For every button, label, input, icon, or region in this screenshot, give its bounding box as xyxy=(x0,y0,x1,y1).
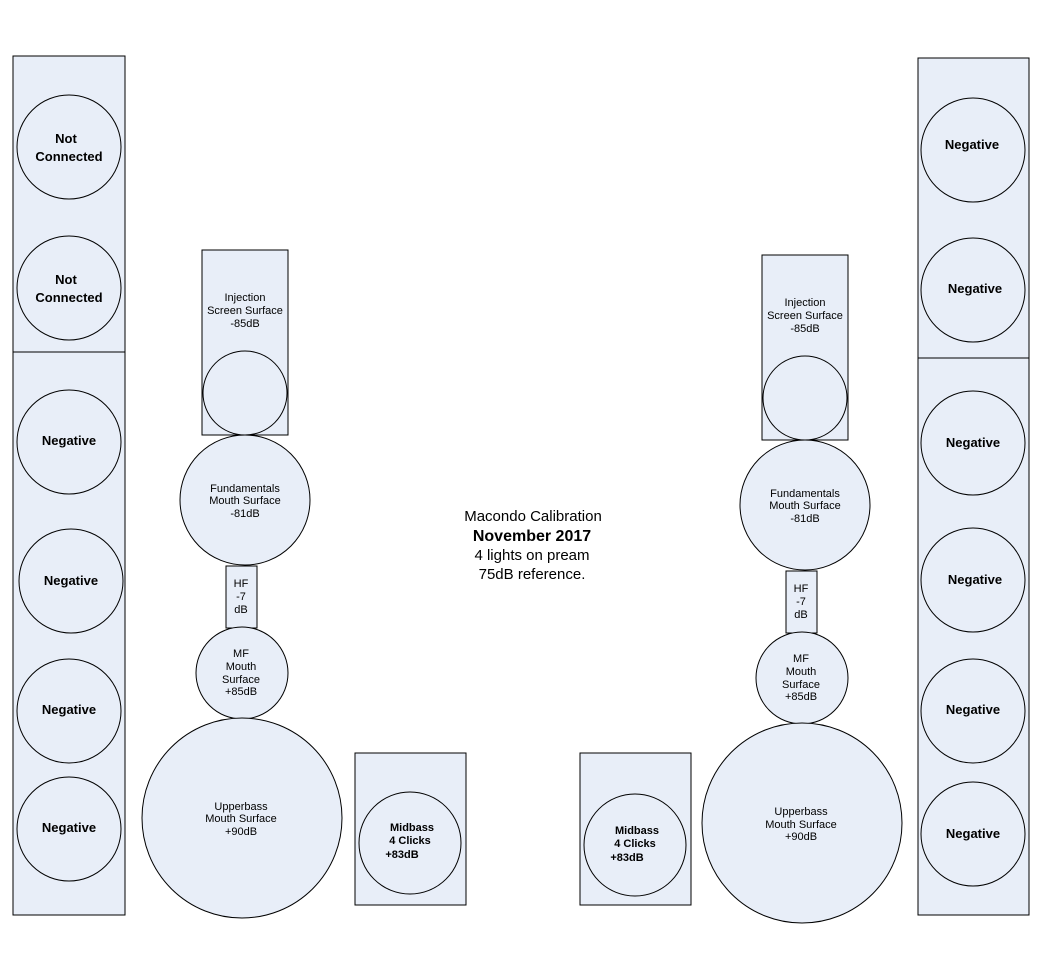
right-upperbass: Upperbass Mouth Surface +90dB xyxy=(701,722,903,924)
mf-label: Surface xyxy=(782,679,820,691)
left-driver-not-connected-1: Not Connected xyxy=(16,94,122,200)
left-fundamentals: Fundamentals Mouth Surface -81dB xyxy=(179,434,311,566)
left-driver-negative-2: Negative xyxy=(18,528,124,634)
injection-label: -85dB xyxy=(230,318,259,330)
mf-label: +85dB xyxy=(785,691,817,703)
upperbass-label: +90dB xyxy=(785,831,817,843)
left-driver-negative-1: Negative xyxy=(16,389,122,495)
fundamentals-label: -81dB xyxy=(790,513,819,525)
title-line-3: 4 lights on pream xyxy=(474,547,589,564)
right-driver-negative-2: Negative xyxy=(920,237,1026,343)
title-line-4: 75dB reference. xyxy=(479,566,586,583)
right-tower: Negative Negative Negative Negative Nega… xyxy=(917,57,1030,916)
injection-label: Injection xyxy=(785,297,826,309)
driver-label: Negative xyxy=(946,435,1000,450)
injection-label: -85dB xyxy=(790,323,819,335)
left-stack: Injection Screen Surface -85dB Fundament… xyxy=(141,249,343,919)
left-driver-negative-3: Negative xyxy=(16,658,122,764)
upperbass-label: Upperbass xyxy=(774,806,828,818)
upperbass-label: Mouth Surface xyxy=(205,813,277,825)
driver-label: Negative xyxy=(44,573,98,588)
right-injection: Injection Screen Surface -85dB xyxy=(761,254,849,441)
right-driver-negative-3: Negative xyxy=(920,390,1026,496)
right-stack: Injection Screen Surface -85dB Fundament… xyxy=(701,254,903,924)
injection-label: Injection xyxy=(225,292,266,304)
midbass-label: +83dB xyxy=(385,849,418,861)
driver-label: Not xyxy=(55,131,77,146)
driver-label: Negative xyxy=(946,702,1000,717)
right-mf: MF Mouth Surface +85dB xyxy=(755,631,849,725)
hf-label: -7 xyxy=(796,596,806,608)
diagram-title: Macondo Calibration November 2017 4 ligh… xyxy=(464,508,602,583)
mf-label: +85dB xyxy=(225,686,257,698)
fundamentals-label: Mouth Surface xyxy=(769,500,841,512)
fundamentals-label: -81dB xyxy=(230,508,259,520)
hf-label: dB xyxy=(794,609,807,621)
left-driver-negative-4: Negative xyxy=(16,776,122,882)
upperbass-label: +90dB xyxy=(225,826,257,838)
driver-label: Negative xyxy=(42,433,96,448)
injection-label: Screen Surface xyxy=(207,305,283,317)
left-hf: HF -7 dB xyxy=(225,565,258,629)
driver-label: Negative xyxy=(948,572,1002,587)
midbass-label: Midbass xyxy=(390,822,434,834)
title-date: November 2017 xyxy=(473,528,591,545)
driver-label: Negative xyxy=(945,137,999,152)
left-driver-not-connected-2: Not Connected xyxy=(16,235,122,341)
mf-label: Mouth xyxy=(226,661,257,673)
left-tower: Not Connected Not Connected Negative Neg… xyxy=(12,55,126,916)
injection-driver xyxy=(762,355,848,441)
left-injection: Injection Screen Surface -85dB xyxy=(201,249,289,436)
driver-label: Connected xyxy=(35,149,102,164)
midbass-label: 4 Clicks xyxy=(389,835,431,847)
hf-label: HF xyxy=(234,578,249,590)
driver-label: Connected xyxy=(35,290,102,305)
midbass-label: 4 Clicks xyxy=(614,838,656,850)
fundamentals-label: Mouth Surface xyxy=(209,495,281,507)
right-driver-negative-5: Negative xyxy=(920,658,1026,764)
left-midbass: Midbass 4 Clicks +83dB xyxy=(354,752,467,906)
right-driver-negative-6: Negative xyxy=(920,781,1026,887)
mf-label: Mouth xyxy=(786,666,817,678)
upperbass-label: Mouth Surface xyxy=(765,819,837,831)
midbass-label: +83dB xyxy=(610,852,643,864)
mf-label: MF xyxy=(233,648,249,660)
left-mf: MF Mouth Surface +85dB xyxy=(195,626,289,720)
fundamentals-label: Fundamentals xyxy=(770,488,840,500)
driver-label: Negative xyxy=(42,702,96,717)
driver-label: Negative xyxy=(948,281,1002,296)
midbass-label: Midbass xyxy=(615,825,659,837)
mf-label: MF xyxy=(793,653,809,665)
title-line-1: Macondo Calibration xyxy=(464,508,602,525)
injection-label: Screen Surface xyxy=(767,310,843,322)
right-fundamentals: Fundamentals Mouth Surface -81dB xyxy=(739,439,871,571)
hf-label: -7 xyxy=(236,591,246,603)
hf-label: dB xyxy=(234,604,247,616)
driver-label: Negative xyxy=(42,820,96,835)
right-driver-negative-1: Negative xyxy=(920,97,1026,203)
injection-driver xyxy=(202,350,288,436)
driver-label: Negative xyxy=(946,826,1000,841)
fundamentals-label: Fundamentals xyxy=(210,483,280,495)
hf-label: HF xyxy=(794,583,809,595)
right-hf: HF -7 dB xyxy=(785,570,818,634)
upperbass-label: Upperbass xyxy=(214,801,268,813)
left-upperbass: Upperbass Mouth Surface +90dB xyxy=(141,717,343,919)
right-midbass: Midbass 4 Clicks +83dB xyxy=(579,752,692,906)
driver-label: Not xyxy=(55,272,77,287)
mf-label: Surface xyxy=(222,674,260,686)
right-driver-negative-4: Negative xyxy=(920,527,1026,633)
